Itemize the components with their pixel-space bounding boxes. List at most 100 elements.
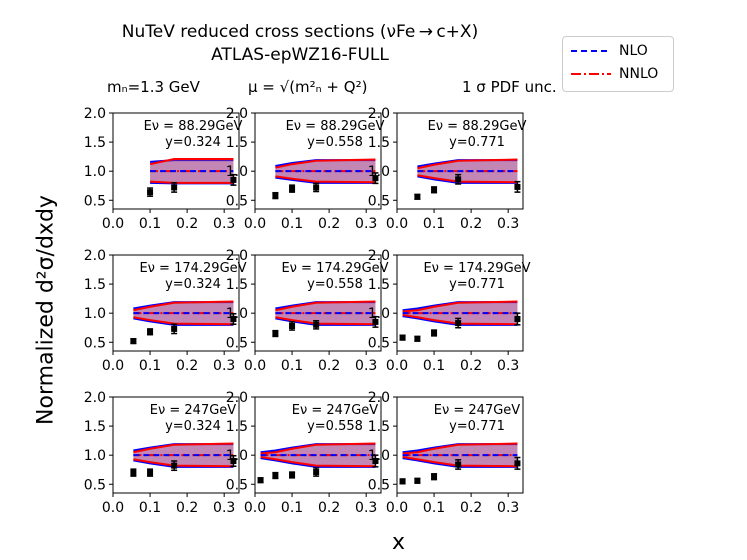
data-point — [130, 469, 137, 476]
y-tick-label: 2.0 — [226, 248, 248, 264]
nnlo-band-lower — [417, 174, 518, 184]
x-tick-label: 0.2 — [460, 358, 482, 374]
inelasticity-label: y=0.771 — [449, 135, 505, 150]
y-tick-label: 0.5 — [84, 477, 106, 493]
x-tick-label: 0.0 — [244, 216, 266, 232]
data-point — [147, 469, 154, 476]
x-tick-label: 0.0 — [102, 358, 124, 374]
x-tick-label: 0.3 — [497, 500, 519, 516]
x-tick-label: 0.2 — [318, 500, 340, 516]
x-tick-label: 0.1 — [423, 216, 445, 232]
y-tick-label: 1.5 — [368, 419, 390, 435]
x-tick-label: 0.0 — [244, 358, 266, 374]
data-point — [230, 458, 237, 464]
data-point — [514, 460, 521, 467]
energy-label: Eν = 88.29GeV — [428, 119, 527, 134]
data-point — [289, 185, 296, 192]
x-tick-label: 0.1 — [281, 216, 303, 232]
data-point — [171, 325, 178, 332]
y-tick-label: 2.0 — [368, 248, 390, 264]
data-point — [147, 189, 154, 196]
y-tick-label: 0.5 — [226, 335, 248, 351]
x-tick-label: 0.0 — [102, 500, 124, 516]
data-point — [431, 329, 438, 336]
panel-frame — [254, 254, 382, 352]
y-tick-label: 1.0 — [84, 448, 106, 464]
data-point — [399, 478, 406, 485]
energy-label: Eν = 88.29GeV — [144, 119, 243, 134]
x-tick-label: 0.2 — [460, 500, 482, 516]
x-tick-label: 0.1 — [423, 358, 445, 374]
y-tick-label: 1.5 — [368, 135, 390, 151]
legend-item-nnlo: NNLO — [571, 66, 658, 82]
data-point — [171, 462, 178, 469]
x-tick-label: 0.0 — [386, 358, 408, 374]
y-tick-label: 2.0 — [368, 390, 390, 406]
data-point — [431, 473, 438, 480]
inelasticity-label: y=0.558 — [307, 135, 363, 150]
data-point — [455, 461, 462, 468]
data-point — [130, 338, 137, 345]
data-point — [313, 184, 320, 191]
legend-item-nlo: NLO — [571, 43, 648, 59]
data-point — [455, 176, 462, 183]
y-tick-label: 2.0 — [84, 106, 106, 122]
nnlo-band-upper — [402, 300, 518, 313]
annotation-box — [151, 258, 235, 292]
y-tick-label: 1.0 — [368, 164, 390, 180]
data-point — [399, 334, 406, 341]
y-tick-label: 1.0 — [368, 448, 390, 464]
y-tick-label: 1.0 — [84, 164, 106, 180]
y-tick-label: 0.5 — [368, 335, 390, 351]
panel-frame — [112, 112, 240, 210]
x-tick-label: 0.2 — [318, 358, 340, 374]
nnlo-band-upper — [133, 442, 234, 454]
y-tick-label: 2.0 — [368, 106, 390, 122]
nnlo-band-upper — [275, 300, 376, 312]
nnlo-band-lower — [402, 313, 518, 326]
nnlo-band-lower — [260, 455, 376, 468]
nnlo-band-lower — [275, 175, 376, 184]
x-tick-label: 0.3 — [213, 358, 235, 374]
y-tick-label: 0.5 — [226, 477, 248, 493]
y-tick-label: 1.5 — [226, 135, 248, 151]
data-point — [455, 320, 462, 327]
panel-frame — [396, 112, 524, 210]
inelasticity-label: y=0.324 — [165, 135, 221, 150]
panel-frame — [254, 396, 382, 494]
nnlo-band-upper — [275, 158, 376, 169]
figure-title-line1: NuTeV reduced cross sections (νFe → c+X) — [121, 22, 479, 42]
data-point — [372, 318, 379, 325]
legend: NLO NNLO — [562, 36, 674, 92]
data-point — [313, 469, 320, 476]
energy-label: Eν = 88.29GeV — [286, 119, 385, 134]
y-tick-label: 1.5 — [84, 419, 106, 435]
energy-label: Eν = 247GeV — [434, 403, 521, 418]
data-point — [414, 477, 421, 484]
x-tick-label: 0.3 — [497, 358, 519, 374]
figure-title-line2: ATLAS-epWZ16-FULL — [211, 45, 389, 65]
energy-label: Eν = 174.29GeV — [423, 261, 530, 276]
inelasticity-label: y=0.558 — [307, 419, 363, 434]
inelasticity-label: y=0.324 — [165, 277, 221, 292]
charm-mass-label: mₙ=1.3 GeV — [107, 78, 200, 96]
panel-frame — [112, 396, 240, 494]
nnlo-band-upper — [149, 157, 234, 166]
data-point — [230, 316, 237, 322]
x-axis-label: x — [392, 530, 406, 555]
x-tick-label: 0.2 — [176, 358, 198, 374]
data-point — [372, 175, 379, 182]
y-tick-label: 2.0 — [226, 106, 248, 122]
y-tick-label: 1.5 — [226, 277, 248, 293]
x-tick-label: 0.0 — [386, 500, 408, 516]
nnlo-band-upper — [417, 158, 518, 170]
data-point — [272, 472, 279, 479]
nnlo-band-lower — [275, 316, 376, 326]
legend-label-nnlo: NNLO — [619, 66, 659, 82]
data-point — [431, 186, 438, 193]
